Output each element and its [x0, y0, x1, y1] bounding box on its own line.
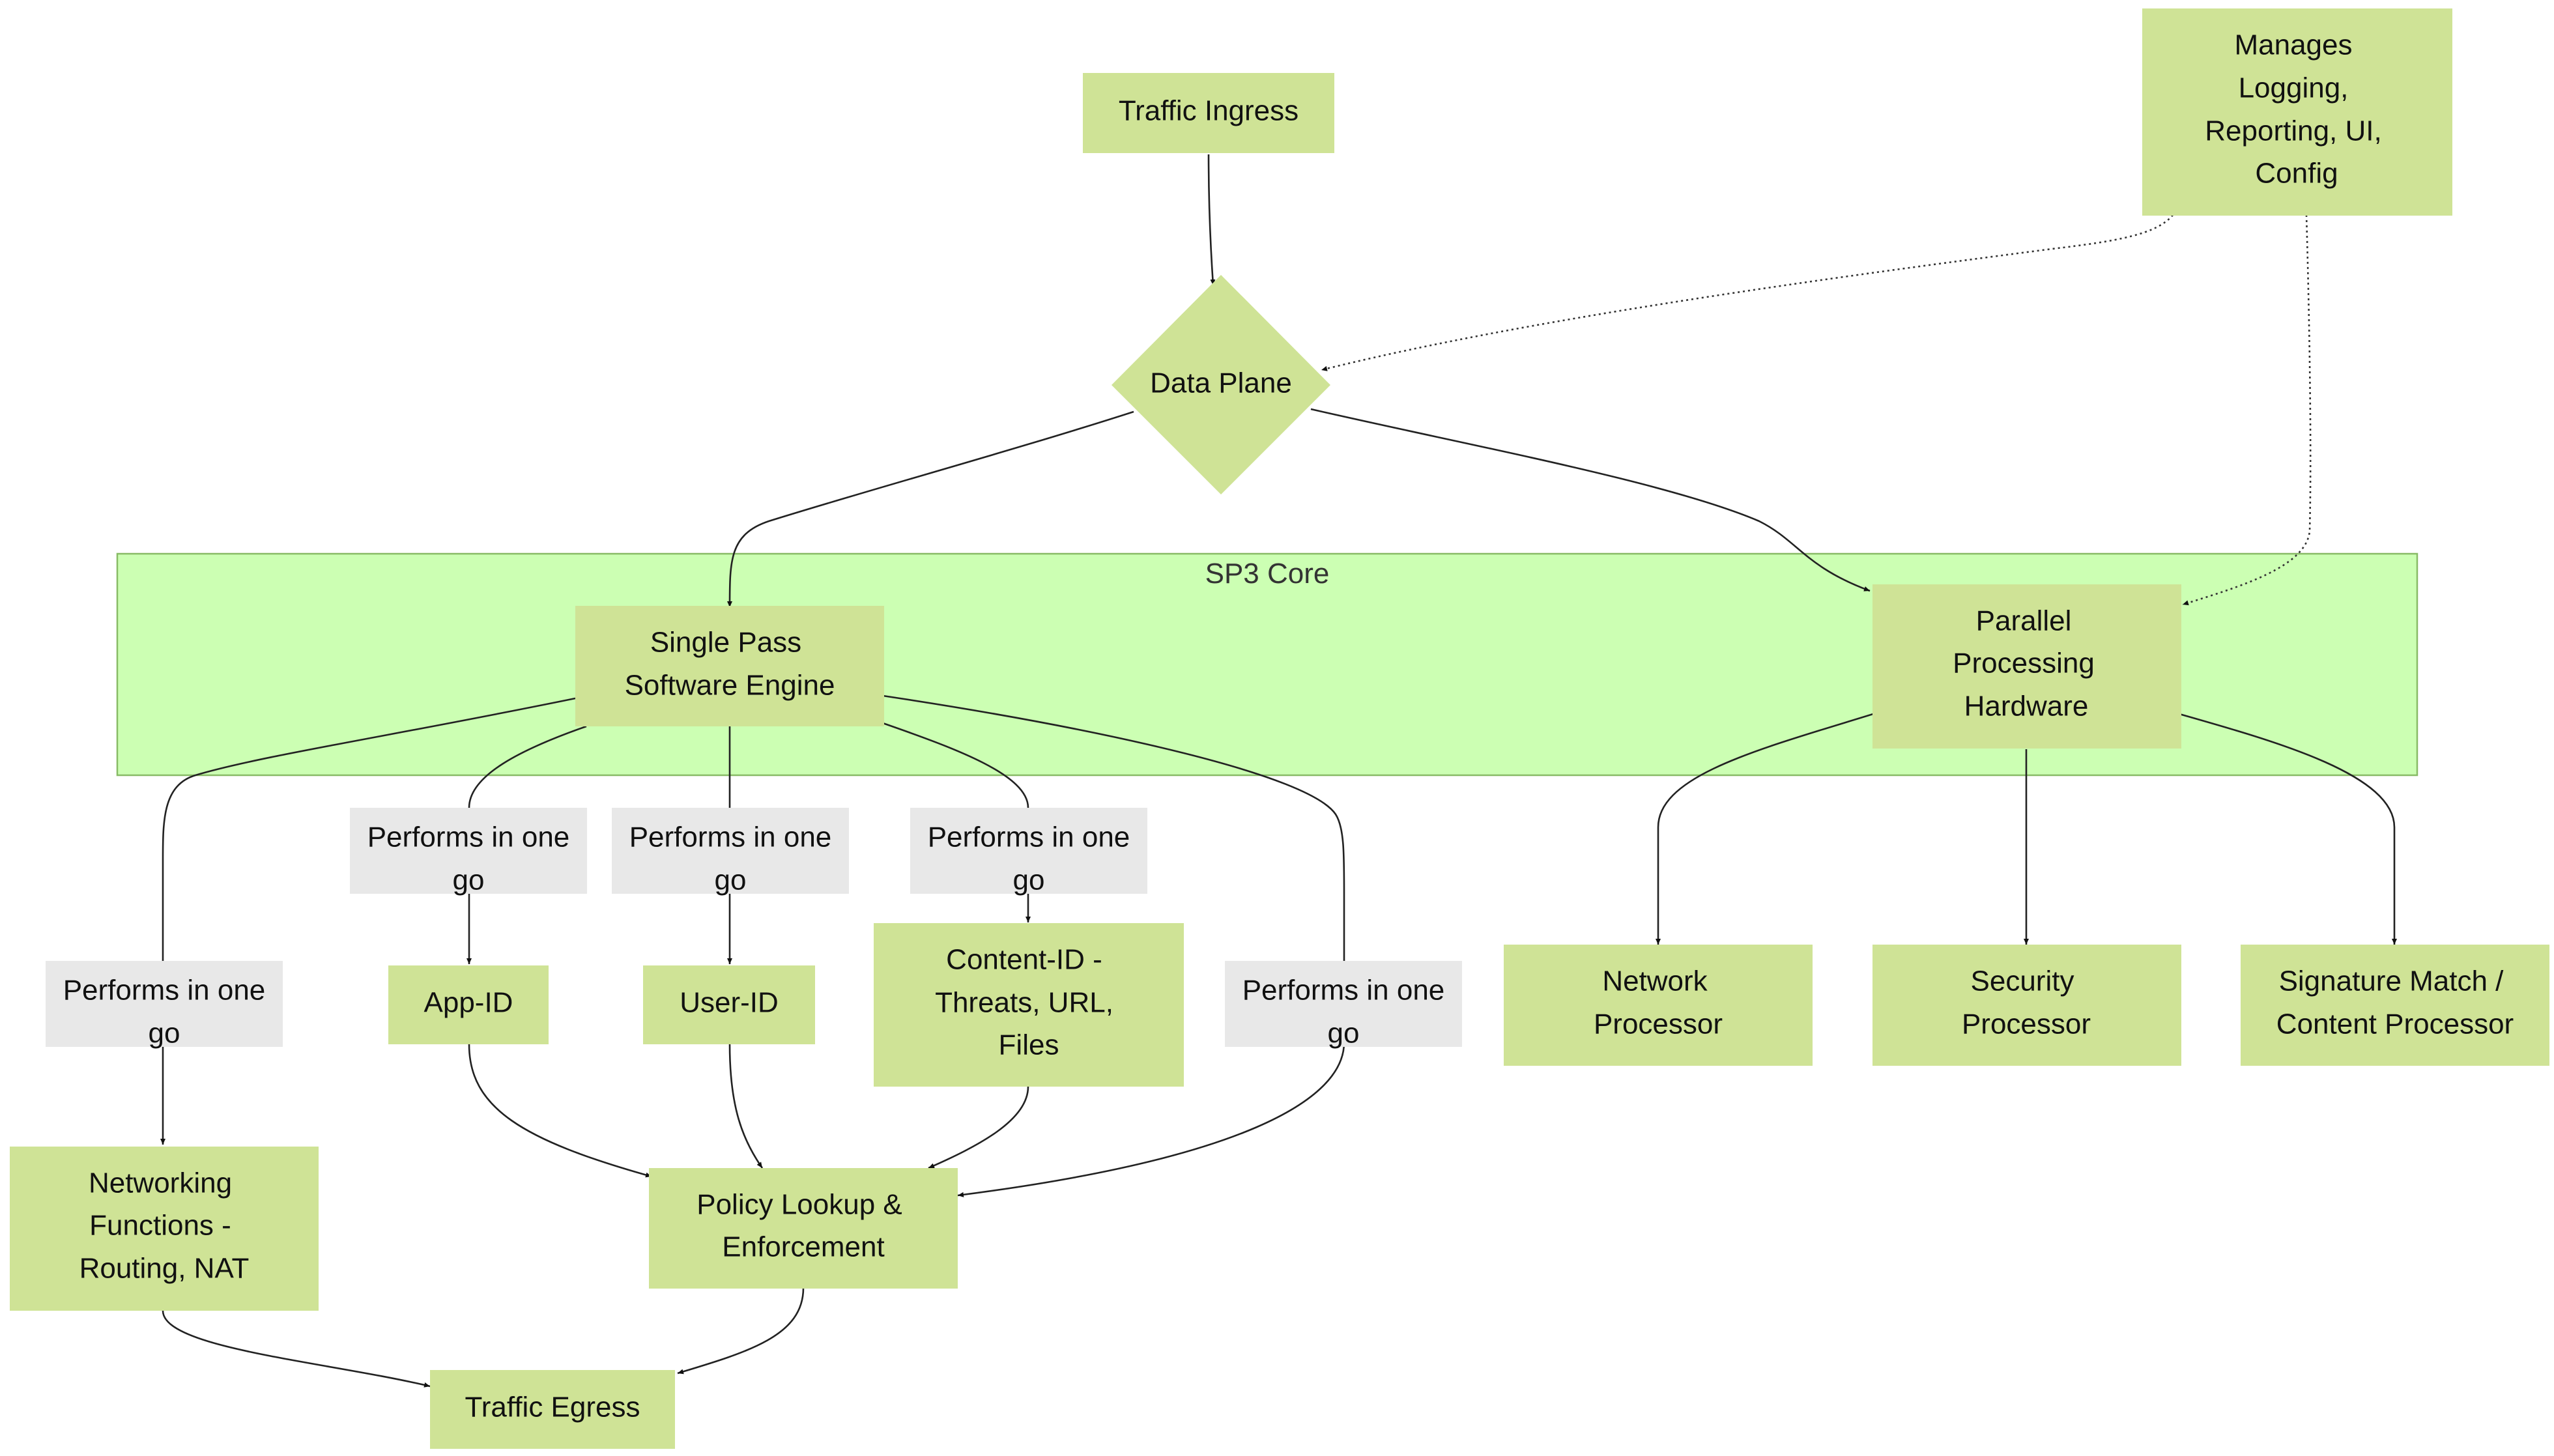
node-data-plane-label: Data Plane — [1150, 367, 1292, 399]
node-policy-line-2: Enforcement — [722, 1231, 884, 1263]
node-traffic-ingress: Traffic Ingress — [1083, 73, 1334, 153]
edge-ingress-to-dataplane — [1207, 154, 1216, 286]
sp3-core-cluster-title: SP3 Core — [1205, 558, 1330, 590]
edge-label-user-id: Performs in one go — [612, 808, 849, 896]
node-signature-processor: Signature Match / Content Processor — [2241, 945, 2549, 1066]
node-manages-line-1: Manages — [2234, 29, 2352, 61]
edge-label-user-id-line-2: go — [715, 864, 747, 896]
node-networking-functions-box — [10, 1147, 319, 1311]
edge-policy-to-egress — [677, 1287, 805, 1375]
node-policy: Policy Lookup & Enforcement — [649, 1168, 958, 1289]
node-manages-line-3: Reporting, UI, — [2205, 115, 2381, 147]
node-single-pass: Single Pass Software Engine — [575, 606, 884, 726]
node-signature-processor-box — [2241, 945, 2549, 1066]
edge-parallel-to-network — [1656, 713, 1874, 945]
node-content-id: Content-ID - Threats, URL, Files — [874, 923, 1184, 1087]
node-traffic-egress-label: Traffic Egress — [465, 1392, 640, 1423]
edge-singlepass-to-policy — [882, 694, 1345, 1197]
node-parallel-line-3: Hardware — [1964, 691, 2089, 722]
node-traffic-ingress-box — [1083, 73, 1334, 153]
edge-parallel-to-signature — [2179, 713, 2397, 945]
node-signature-processor-line-2: Content Processor — [2276, 1008, 2514, 1040]
node-manages: Manages Logging, Reporting, UI, Config — [2142, 8, 2452, 216]
node-content-id-line-2: Threats, URL, — [935, 987, 1113, 1019]
edge-label-content-id-line-2: go — [1013, 864, 1045, 896]
node-security-processor: Security Processor — [1872, 945, 2181, 1066]
edge-label-content-id-line-1: Performs in one — [928, 821, 1130, 853]
edge-manages-to-parallel — [2182, 214, 2312, 606]
edge-label-policy: Performs in one go — [1225, 961, 1462, 1049]
edge-label-app-id-line-2: go — [453, 864, 485, 896]
edge-contentid-to-policy — [928, 1086, 1029, 1169]
node-app-id-label: App-ID — [424, 987, 513, 1019]
node-networking-functions-line-1: Networking — [89, 1167, 232, 1199]
node-traffic-egress-box — [430, 1370, 675, 1449]
node-policy-box — [649, 1168, 958, 1289]
node-networking-functions-line-2: Functions - — [89, 1210, 231, 1242]
node-security-processor-line-2: Processor — [1962, 1008, 2091, 1040]
node-app-id: App-ID — [388, 965, 549, 1044]
edges — [160, 154, 2397, 1388]
edge-label-networking-box — [46, 961, 283, 1047]
node-manages-box — [2142, 8, 2452, 216]
node-security-processor-line-1: Security — [1971, 965, 2074, 997]
node-user-id-box — [643, 965, 815, 1044]
node-networking-functions-line-3: Routing, NAT — [79, 1253, 250, 1285]
node-traffic-egress: Traffic Egress — [430, 1370, 675, 1449]
edge-manages-to-dataplane — [1321, 214, 2174, 371]
node-traffic-ingress-label: Traffic Ingress — [1119, 95, 1299, 127]
node-content-id-line-1: Content-ID - — [946, 944, 1102, 976]
edge-label-networking-line-2: go — [149, 1018, 180, 1049]
node-app-id-box — [388, 965, 549, 1044]
node-parallel: Parallel Processing Hardware — [1872, 584, 2181, 749]
node-security-processor-box — [1872, 945, 2181, 1066]
edge-singlepass-to-contentid — [882, 722, 1031, 922]
node-single-pass-line-1: Single Pass — [650, 627, 801, 659]
edge-singlepass-to-networking — [160, 697, 576, 1145]
node-data-plane-diamond — [1112, 275, 1330, 494]
edge-label-content-id: Performs in one go — [910, 808, 1147, 896]
edge-networking-to-egress — [162, 1310, 431, 1388]
edge-dataplane-to-singlepass — [727, 410, 1134, 608]
edge-label-app-id-box — [350, 808, 587, 894]
edge-label-networking-line-1: Performs in one — [63, 975, 266, 1006]
edge-label-user-id-box — [612, 808, 849, 894]
node-parallel-box — [1872, 584, 2181, 749]
node-signature-processor-line-1: Signature Match / — [2279, 965, 2504, 997]
node-parallel-line-2: Processing — [1953, 648, 2095, 679]
node-manages-line-2: Logging, — [2239, 72, 2349, 104]
node-data-plane: Data Plane — [1112, 275, 1330, 494]
node-single-pass-box — [575, 606, 884, 726]
node-content-id-line-3: Files — [999, 1029, 1059, 1061]
edge-label-policy-line-2: go — [1328, 1018, 1360, 1049]
node-network-processor-line-2: Processor — [1594, 1008, 1723, 1040]
edge-label-content-id-box — [910, 808, 1147, 894]
node-user-id-label: User-ID — [680, 987, 779, 1019]
node-parallel-line-1: Parallel — [1976, 605, 2072, 637]
node-policy-line-1: Policy Lookup & — [696, 1189, 902, 1221]
node-content-id-box — [874, 923, 1184, 1087]
node-user-id: User-ID — [643, 965, 815, 1044]
edge-label-networking: Performs in one go — [46, 961, 283, 1049]
edge-label-policy-box — [1225, 961, 1462, 1047]
node-network-processor-line-1: Network — [1602, 965, 1708, 997]
node-network-processor-box — [1504, 945, 1813, 1066]
edge-singlepass-to-appid — [466, 725, 587, 964]
node-networking-functions: Networking Functions - Routing, NAT — [10, 1147, 319, 1311]
node-manages-line-4: Config — [2255, 158, 2338, 190]
edge-label-policy-line-1: Performs in one — [1242, 975, 1445, 1006]
edge-dataplane-to-parallel — [1310, 408, 1871, 592]
edge-label-app-id-line-1: Performs in one — [367, 821, 570, 853]
edge-userid-to-policy — [728, 1044, 764, 1169]
edge-label-user-id-line-1: Performs in one — [629, 821, 832, 853]
edge-appid-to-policy — [468, 1044, 652, 1178]
node-single-pass-line-2: Software Engine — [625, 670, 835, 702]
edge-label-app-id: Performs in one go — [350, 808, 587, 896]
node-network-processor: Network Processor — [1504, 945, 1813, 1066]
